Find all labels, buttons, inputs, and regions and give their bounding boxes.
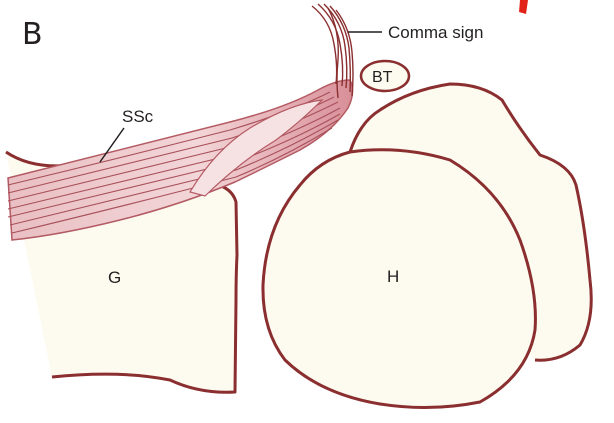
biceps-tendon-label: BT: [372, 69, 393, 86]
comma-sign-label: Comma sign: [388, 23, 483, 42]
panel-letter: B: [22, 17, 43, 52]
glenoid-label: G: [108, 268, 121, 287]
red-accent-mark: [519, 0, 528, 14]
subscapularis-label: SSc: [122, 107, 154, 126]
humerus-label: H: [387, 267, 399, 286]
